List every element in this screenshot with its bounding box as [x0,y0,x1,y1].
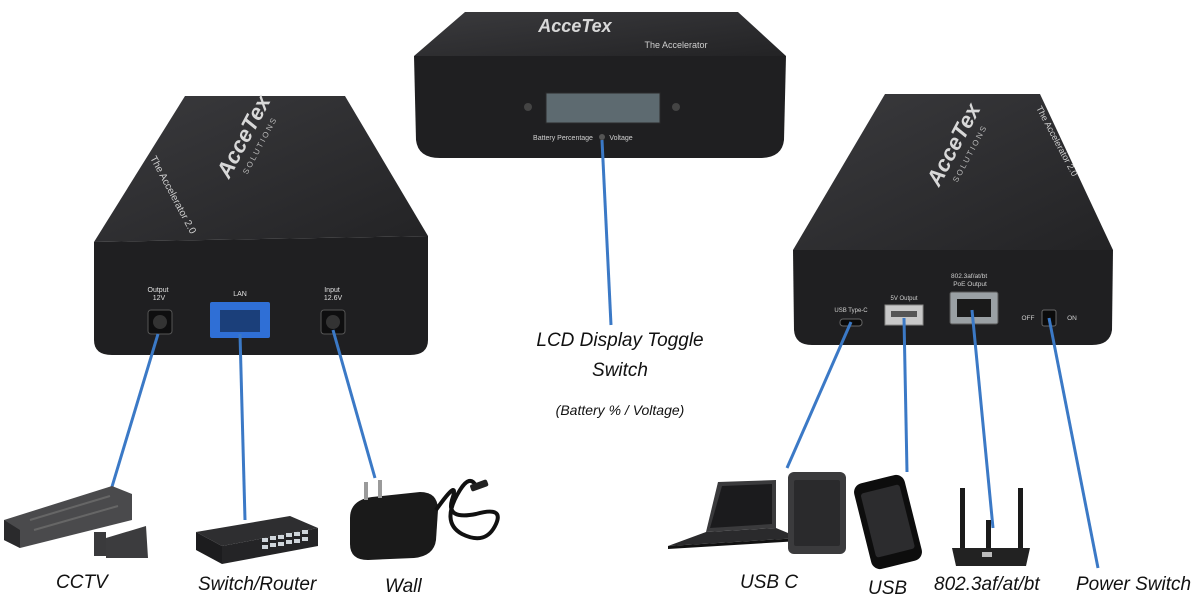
leader-line-switch [238,333,247,521]
network-switch-icon [196,516,318,564]
left-output-label-l2: 12V [153,295,166,302]
left-output-label-l1: Output [148,287,169,294]
right-device: AcceTex SOLUTIONS The Accelerator 2.0 US… [793,94,1113,345]
laptop-icon [668,480,800,549]
poe-output-label: 802.3af/at/bt PoE Output [951,273,989,288]
caption-lcd-toggle-line2: Switch [592,360,648,381]
center-device: AcceTex The Accelerator Battery Percenta… [414,12,786,158]
right-device-top [793,94,1113,250]
center-model-label: The Accelerator [644,40,707,50]
access-point-icon [952,488,1030,566]
leader-line-cctv [106,333,160,501]
caption-wall: Wall [385,576,422,597]
left-device-top [94,96,428,242]
lcd-toggle-button [599,134,605,140]
caption-switch-router: Switch/Router [198,574,317,595]
caption-cctv: CCTV [56,572,108,593]
caption-usb: USB [868,578,908,599]
usb-5v-port-tongue [891,311,917,317]
leader-line-usb-c [785,321,853,469]
caption-power-switch: Power Switch [1076,574,1192,595]
tablet-icon [788,472,846,554]
lan-port-socket [220,310,260,332]
left-output-label: Output 12V [148,287,171,302]
battery-percentage-label: Battery Percentage [533,135,593,142]
usb-5v-output-label: 5V Output [890,296,917,302]
left-input-label-l2: 12.6V [324,295,343,302]
usb-type-c-label: USB Type-C [834,308,868,314]
voltage-label: Voltage [609,135,632,142]
leader-line-lcd [600,139,613,326]
poe-output-label-l2: PoE Output [953,281,987,288]
caption-lcd-toggle-line1: LCD Display Toggle [536,330,704,351]
off-label: OFF [1022,315,1035,322]
lcd-screw-left [524,103,532,111]
lcd-screw-right [672,103,680,111]
input-12v6-port-hole [326,315,340,329]
leader-line-power [1047,317,1100,569]
leader-line-usb [902,317,909,473]
left-input-label: Input 12.6V [324,287,343,302]
output-12v-port-hole [153,315,167,329]
on-label: ON [1067,315,1077,322]
left-device: AcceTex SOLUTIONS The Accelerator 2.0 Ou… [94,90,428,355]
center-device-top [414,12,786,56]
leader-line-poe [970,309,995,529]
caption-poe: 802.3af/at/bt [934,574,1040,595]
poe-output-label-l1: 802.3af/at/bt [951,273,987,280]
leader-line-wall [331,329,377,479]
lcd-display [545,92,661,124]
center-brand: AcceTex [537,16,612,36]
cctv-camera-icon [4,486,148,558]
wall-adapter-icon [350,478,500,560]
caption-usb-c: USB C [740,572,799,593]
smartphone-icon [854,474,922,570]
caption-lcd-toggle-sub: (Battery % / Voltage) [555,402,685,418]
left-lan-label: LAN [233,291,247,298]
poe-output-socket [957,299,991,317]
leader-lines [106,139,1100,569]
left-input-label-l1: Input [324,287,340,294]
